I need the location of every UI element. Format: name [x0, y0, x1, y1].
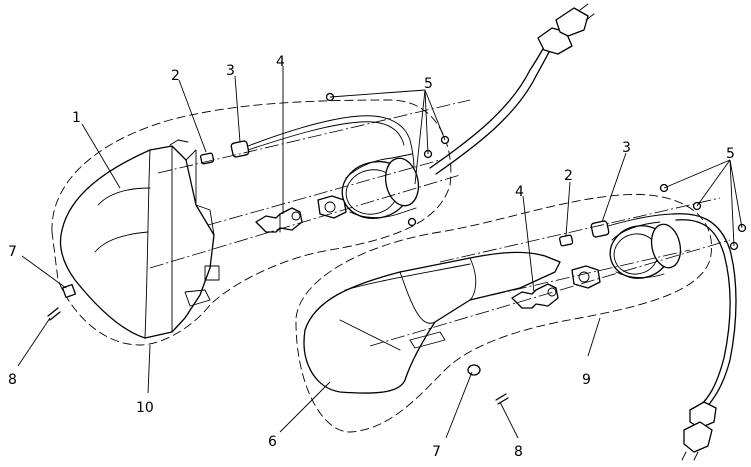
right-connector-cable: [671, 213, 737, 461]
callout-left-3: 3: [226, 63, 235, 79]
right-screw-8: [495, 393, 509, 405]
left-headlamp-housing: [59, 139, 220, 339]
callout-right-9: 9: [582, 372, 591, 388]
left-axis-2: [149, 174, 461, 269]
left-headlight-assembly: [47, 3, 595, 346]
right-position-bulb: [559, 234, 574, 247]
callout-right-5: 5: [726, 146, 735, 162]
left-group-outline: [51, 99, 452, 346]
right-clip: [467, 364, 481, 376]
callout-left-8: 8: [8, 372, 17, 388]
callout-right-8: 8: [514, 444, 523, 460]
callout-left-4: 4: [276, 54, 285, 70]
left-connector-cable: [429, 3, 595, 175]
left-screw-8: [47, 307, 61, 321]
left-socket-with-wire: [230, 115, 415, 191]
callout-right-2: 2: [564, 168, 573, 184]
right-adjuster-plug: [571, 265, 601, 289]
callout-left-5: 5: [424, 76, 433, 92]
right-axis-1: [439, 197, 721, 263]
right-reflector-ring: [609, 221, 682, 279]
right-axis-2: [369, 239, 731, 347]
right-group-outline: [295, 193, 712, 433]
callout-right-7: 7: [432, 444, 441, 460]
callout-left-2: 2: [171, 68, 180, 84]
right-socket: [590, 213, 673, 238]
leader-lines: [17, 66, 743, 439]
right-headlight-bulb: [511, 283, 559, 309]
left-reflector-ring: [341, 153, 420, 219]
left-adjuster-plug: [317, 195, 347, 219]
callout-left-10: 10: [136, 400, 154, 416]
left-axis-1: [157, 99, 471, 174]
callout-labels: 1 2 3 4 5 7 8 10 2 3 4 5 6 7 8 9: [8, 54, 735, 460]
callout-right-3: 3: [622, 140, 631, 156]
callout-right-4: 4: [515, 184, 524, 200]
left-screws: [325, 92, 450, 227]
left-axis-3: [207, 159, 441, 226]
left-headlight-bulb: [255, 207, 303, 233]
callout-right-6: 6: [268, 434, 277, 450]
right-headlamp-housing: [303, 251, 561, 394]
callout-left-7: 7: [8, 244, 17, 260]
callout-left-1: 1: [72, 110, 81, 126]
right-headlight-assembly: [295, 183, 747, 461]
right-axis-3: [469, 249, 691, 301]
